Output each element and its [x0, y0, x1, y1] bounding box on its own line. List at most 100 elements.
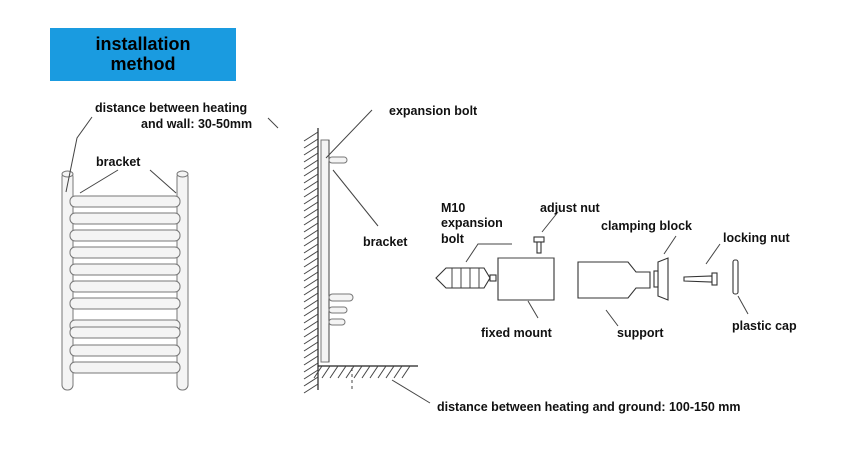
floor-hatch [393, 365, 403, 379]
wall-hatch [303, 334, 319, 345]
label-wall-distance-1: distance between heating [95, 101, 248, 115]
radiator-bar [69, 361, 181, 374]
radiator-bar [69, 263, 181, 276]
leader-wall-distance [65, 116, 93, 193]
label-bracket-left: bracket [96, 155, 141, 169]
radiator-bar [69, 326, 181, 339]
wall-hatch [303, 327, 319, 338]
floor-hatch [345, 365, 355, 379]
label-ground-distance: distance between heating and ground: 100… [437, 400, 741, 414]
wall-hatch [303, 348, 319, 359]
adjust-nut-part [533, 236, 545, 254]
wall-hatch [303, 313, 319, 324]
wall-hatch [303, 229, 319, 240]
wall-hatch [303, 271, 319, 282]
radiator-bar [69, 297, 181, 310]
title-line-2: method [110, 54, 176, 74]
wall-hatch [303, 187, 319, 198]
wall-hatch [303, 341, 319, 352]
wall-hatch [303, 159, 319, 170]
wall-hatch [303, 138, 319, 149]
leader-ground-distance [391, 379, 431, 404]
floor-hatch [329, 365, 339, 379]
locking-nut-part [683, 272, 718, 286]
leader-expansion-bolt [325, 109, 373, 159]
wall-hatch [303, 222, 319, 233]
wall-hatch [303, 180, 319, 191]
leader-bracket-left-a [79, 169, 119, 194]
label-support: support [617, 326, 664, 340]
title-line-1: installation [95, 34, 191, 54]
support-part [577, 261, 651, 299]
radiator-bar [69, 280, 181, 293]
label-clamping-block: clamping block [601, 219, 692, 233]
leader-wall-distance-right [267, 117, 279, 129]
clamping-block-part [653, 257, 669, 301]
wall-hatch [303, 383, 319, 394]
wall-section [303, 128, 418, 394]
wall-hatch [303, 243, 319, 254]
label-locking-nut: locking nut [723, 231, 790, 245]
wall-hatch [303, 299, 319, 310]
radiator-bar [69, 195, 181, 208]
radiator-front-view [61, 170, 189, 391]
floor-hatch [369, 365, 379, 379]
wall-hatch [303, 173, 319, 184]
wall-hatch [303, 208, 319, 219]
leader-adjust-nut [541, 211, 559, 233]
radiator-bar [69, 246, 181, 259]
leader-fixed-mount [527, 300, 539, 319]
wall-hatch [303, 320, 319, 331]
wall-hatch [303, 236, 319, 247]
label-adjust-nut: adjust nut [540, 201, 600, 215]
label-m10-2: expansion [441, 216, 503, 230]
label-fixed-mount: fixed mount [481, 326, 552, 340]
fixed-mount-part [497, 257, 555, 301]
leader-bracket-mid [332, 169, 379, 227]
radiator-bar [69, 344, 181, 357]
floor-hatch [385, 365, 395, 379]
leader-m10 [465, 243, 512, 263]
floor-hatch [321, 365, 331, 379]
wall-hatch [303, 152, 319, 163]
wall-hatch [303, 285, 319, 296]
wall-hatch [303, 292, 319, 303]
radiator-bar [69, 229, 181, 242]
wall-hatch [303, 369, 319, 380]
wall-hatch [303, 355, 319, 366]
wall-hatch [303, 264, 319, 275]
wall-hatch [303, 131, 319, 142]
leader-bracket-left-b [149, 169, 177, 194]
wall-hatch [303, 145, 319, 156]
wall-hatch [303, 166, 319, 177]
floor-hatch [313, 365, 323, 379]
floor-hatch [361, 365, 371, 379]
plastic-cap-part [732, 259, 739, 295]
wall-hatch [303, 201, 319, 212]
wall-hatch [303, 362, 319, 373]
label-expansion-bolt: expansion bolt [389, 104, 478, 118]
floor-hatch [337, 365, 347, 379]
floor-hatch [401, 365, 411, 379]
label-bracket-mid: bracket [363, 235, 408, 249]
floor-hatch [353, 365, 363, 379]
leader-locking-nut [705, 243, 721, 265]
label-m10-1: M10 [441, 201, 466, 215]
label-m10-3: bolt [441, 232, 464, 246]
label-plastic-cap: plastic cap [732, 319, 797, 333]
leader-plastic-cap [737, 295, 749, 315]
floor-hatch [377, 365, 387, 379]
radiator-bar [69, 212, 181, 225]
title-banner: installation method [50, 28, 236, 81]
wall-hatch [303, 257, 319, 268]
wall-hatch [303, 194, 319, 205]
expansion-bolt-part [435, 267, 497, 289]
wall-hatch [303, 215, 319, 226]
label-wall-distance-2: and wall: 30-50mm [141, 117, 253, 131]
wall-hatch [303, 306, 319, 317]
leader-support [605, 309, 619, 327]
leader-clamping-block [663, 235, 677, 255]
wall-hatch [303, 250, 319, 261]
